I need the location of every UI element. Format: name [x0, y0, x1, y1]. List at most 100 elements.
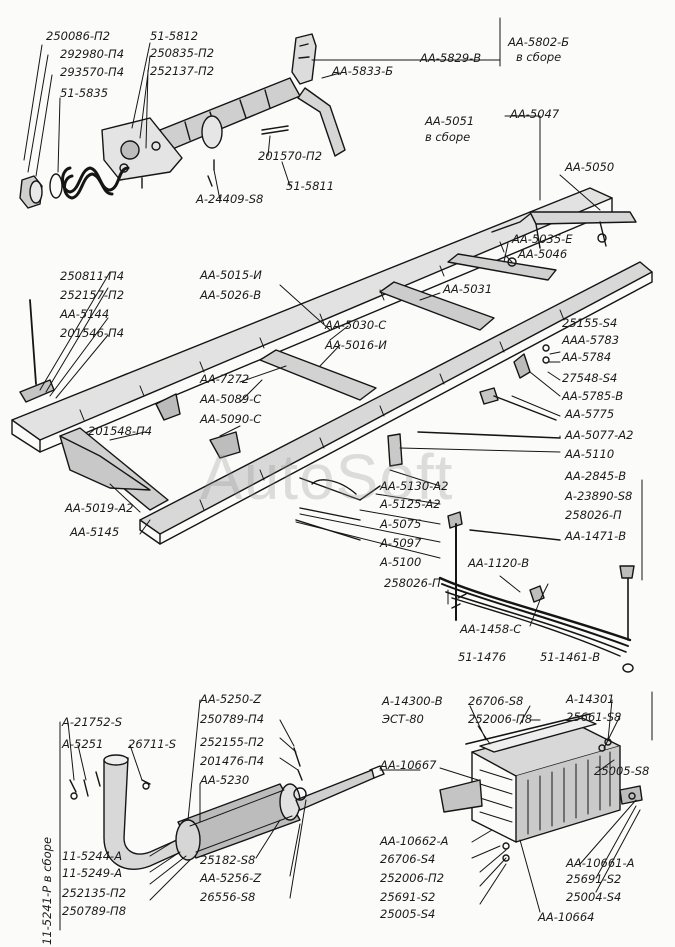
rear-suspension-parts — [295, 344, 643, 673]
part-label: 252006-П8 — [468, 712, 533, 726]
part-label: АА-5077-А2 — [565, 428, 634, 442]
part-label: АА-5829-В — [420, 51, 482, 65]
exhaust-system — [59, 699, 421, 931]
part-label: АА-5019-А2 — [65, 501, 134, 515]
part-label: АА-5250-Z — [200, 692, 262, 706]
part-label: 250789-П8 — [62, 904, 127, 918]
part-label: АА-5026-В — [200, 288, 262, 302]
part-label: А-14301 — [566, 692, 615, 706]
part-label: АА-10662-А — [380, 834, 449, 848]
part-label: 201548-П4 — [88, 424, 153, 438]
part-label: АА-2845-В — [565, 469, 627, 483]
part-label: А-5097 — [380, 536, 422, 550]
part-label: АА-5089-С — [200, 392, 262, 406]
part-label: 201476-П4 — [200, 754, 265, 768]
part-label: 25691-S2 — [380, 890, 436, 904]
part-label: АА-5833-Б — [332, 64, 394, 78]
part-label: 250835-П2 — [150, 46, 215, 60]
part-label: АА-5031 — [443, 282, 493, 296]
assembly-label-vertical: 11-5241-P в сборе — [40, 836, 54, 945]
part-label: 250789-П4 — [200, 712, 265, 726]
part-label: 201546-П4 — [60, 326, 125, 340]
part-label: АА-5802-Б — [508, 35, 570, 49]
frame-leader-lines — [39, 115, 601, 535]
part-label: 25005-S4 — [380, 907, 436, 921]
part-label: 26706-S4 — [380, 852, 436, 866]
part-label: А-24409-S8 — [196, 192, 264, 206]
part-label: 258026-П — [384, 576, 441, 590]
radiator-assembly — [439, 691, 653, 913]
part-label: АА-5035-Е — [512, 232, 573, 246]
part-label: АА-5016-И — [325, 338, 387, 352]
part-label: в сборе — [516, 50, 562, 64]
part-label: 51-1461-В — [540, 650, 601, 664]
part-label: 11-5244-А — [62, 849, 123, 863]
watermark-text: AutoSoft — [200, 441, 454, 513]
part-label: АА-10664 — [538, 910, 595, 924]
part-label: 252157-П2 — [60, 288, 125, 302]
part-label: АА-5130-А2 — [380, 479, 449, 493]
part-label: АА-1458-С — [460, 622, 522, 636]
part-label: 27548-S4 — [562, 371, 618, 385]
part-label: АА-5145 — [70, 525, 120, 539]
part-label: А-14300-В — [382, 694, 443, 708]
part-label: 51-5835 — [60, 86, 109, 100]
part-label: ЭСТ-80 — [382, 712, 424, 726]
part-label: АА-5047 — [510, 107, 560, 121]
part-label: АА-5051 — [425, 114, 475, 128]
part-label: в сборе — [425, 130, 471, 144]
part-label: АА-5230 — [200, 773, 250, 787]
part-label: АА-5046 — [518, 247, 568, 261]
part-label: 250811-П4 — [60, 269, 125, 283]
part-label: 252155-П2 — [200, 735, 265, 749]
part-label: 11-5249-А — [62, 866, 123, 880]
part-label: 292980-П4 — [60, 47, 125, 61]
part-label: ААА-5783 — [562, 333, 620, 347]
part-label: А-5075 — [380, 517, 422, 531]
part-label: АА-5090-С — [200, 412, 262, 426]
frame-brackets — [19, 213, 607, 491]
part-label: АА-5050 — [565, 160, 615, 174]
part-label: 293570-П4 — [60, 65, 125, 79]
part-label: 252135-П2 — [62, 886, 127, 900]
part-label: 25155-S4 — [562, 316, 618, 330]
part-label: 25004-S4 — [566, 890, 622, 904]
part-label: 26556-S8 — [200, 890, 256, 904]
part-label: 258026-П — [565, 508, 622, 522]
part-label: АА-10661-А — [566, 856, 635, 870]
part-label: А-5100 — [380, 555, 422, 569]
part-label: 250086-П2 — [46, 29, 111, 43]
part-label: 51-5812 — [150, 29, 199, 43]
part-label: А-23890-S8 — [565, 489, 633, 503]
part-label: 25182-S8 — [200, 853, 256, 867]
part-label: АА-5110 — [565, 447, 615, 461]
part-label: 25691-S2 — [566, 872, 622, 886]
part-label: АА-7272 — [200, 372, 250, 386]
part-label: 26706-S8 — [468, 694, 524, 708]
part-label: 51-5811 — [286, 179, 335, 193]
part-label: 252006-П2 — [380, 871, 445, 885]
part-label: А-5125-А2 — [380, 497, 441, 511]
frame-side-member-right — [139, 261, 653, 545]
part-label: АА-5784 — [562, 350, 612, 364]
part-label: 25005-S8 — [594, 764, 650, 778]
part-label: А-21752-S — [62, 715, 123, 729]
part-label: 25661-S8 — [566, 710, 622, 724]
part-label: 51-1476 — [458, 650, 507, 664]
spare-wheel-carrier — [19, 17, 501, 209]
part-label: АА-1471-В — [565, 529, 627, 543]
part-label: 26711-S — [128, 737, 177, 751]
part-label: 201570-П2 — [258, 149, 323, 163]
part-label: АА-1120-В — [468, 556, 530, 570]
part-label: 252137-П2 — [150, 64, 215, 78]
part-label: АА-5144 — [60, 307, 110, 321]
part-label: АА-5015-И — [200, 268, 262, 282]
part-label: АА-10667 — [380, 758, 437, 772]
part-label: А-5251 — [62, 737, 104, 751]
part-label: АА-5030-С — [325, 318, 387, 332]
part-label: АА-5256-Z — [200, 871, 262, 885]
part-label: АА-5775 — [565, 407, 615, 421]
part-label: АА-5785-В — [562, 389, 624, 403]
